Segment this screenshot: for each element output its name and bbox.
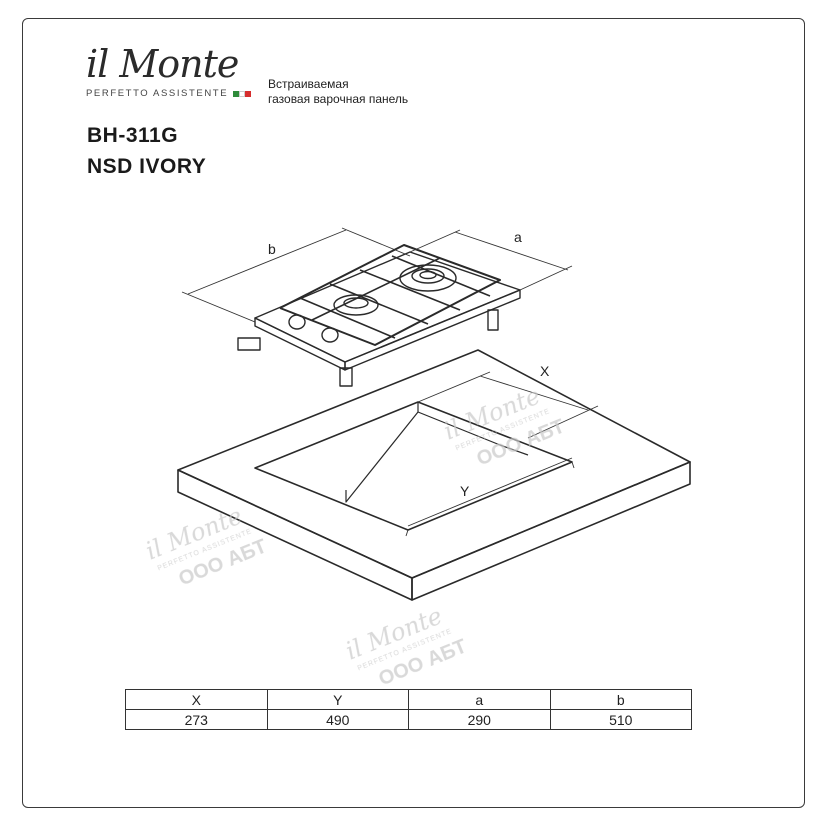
dimension-a bbox=[409, 229, 573, 291]
label-a: a bbox=[514, 229, 522, 245]
brand-logo: il Monte bbox=[86, 42, 239, 86]
gas-hob bbox=[237, 244, 521, 387]
table-value-cell: 490 bbox=[266, 709, 409, 730]
hob-front-edge bbox=[254, 317, 346, 371]
description-line-2: газовая варочная панель bbox=[268, 92, 409, 106]
model-line-1: BH-311G bbox=[87, 124, 179, 147]
label-b: b bbox=[268, 241, 276, 257]
table-header-cell: a bbox=[408, 689, 551, 710]
cutout-inner-edge bbox=[417, 411, 529, 456]
dimension-b bbox=[181, 227, 411, 323]
mount-bracket-right bbox=[487, 309, 499, 331]
grate-frame bbox=[279, 244, 501, 346]
brand-tagline-row: PERFETTO ASSISTENTE bbox=[86, 88, 252, 99]
table-value-cell: 510 bbox=[549, 709, 692, 730]
dimension-x bbox=[417, 371, 599, 439]
brand-tagline: PERFETTO ASSISTENTE bbox=[86, 88, 229, 99]
countertop-side-face bbox=[411, 461, 691, 601]
dimensions-table: X Y a b 273 490 290 510 bbox=[125, 689, 692, 730]
table-header-cell: Y bbox=[266, 689, 409, 710]
model-name: BH-311G NSD IVORY bbox=[87, 120, 206, 182]
table-header-row: X Y a b bbox=[125, 689, 692, 710]
cutout-inner-wall bbox=[345, 402, 419, 503]
watermark-group: il Monte PERFETTO ASSISTENTE ООО АБТ il … bbox=[142, 382, 568, 691]
mount-bracket-left bbox=[237, 337, 261, 351]
burner-large bbox=[399, 264, 457, 292]
table-row: 273 490 290 510 bbox=[125, 709, 692, 730]
brand-block: il Monte PERFETTO ASSISTENTE bbox=[86, 42, 252, 99]
burner-small bbox=[333, 294, 379, 316]
product-description: Встраиваемая газовая варочная панель bbox=[268, 77, 408, 107]
watermark-2: il Monte PERFETTO ASSISTENTE ООО АБТ bbox=[142, 502, 270, 591]
dimension-y bbox=[405, 457, 575, 537]
description-line-1: Встраиваемая bbox=[268, 77, 349, 91]
watermark-3: il Monte PERFETTO ASSISTENTE ООО АБТ bbox=[342, 602, 470, 691]
mount-bracket-front bbox=[339, 367, 353, 387]
table-value-cell: 273 bbox=[125, 709, 268, 730]
table-header-cell: b bbox=[549, 689, 692, 710]
table-header-cell: X bbox=[125, 689, 268, 710]
table-value-cell: 290 bbox=[408, 709, 551, 730]
model-line-2: NSD IVORY bbox=[87, 155, 207, 178]
watermark-1: il Monte PERFETTO ASSISTENTE ООО АБТ bbox=[440, 382, 568, 471]
page-frame bbox=[22, 18, 805, 808]
knob-right bbox=[321, 327, 339, 343]
label-x: X bbox=[540, 363, 550, 379]
italian-flag-icon bbox=[233, 90, 252, 97]
label-y: Y bbox=[460, 483, 470, 499]
knob-left bbox=[288, 314, 306, 330]
